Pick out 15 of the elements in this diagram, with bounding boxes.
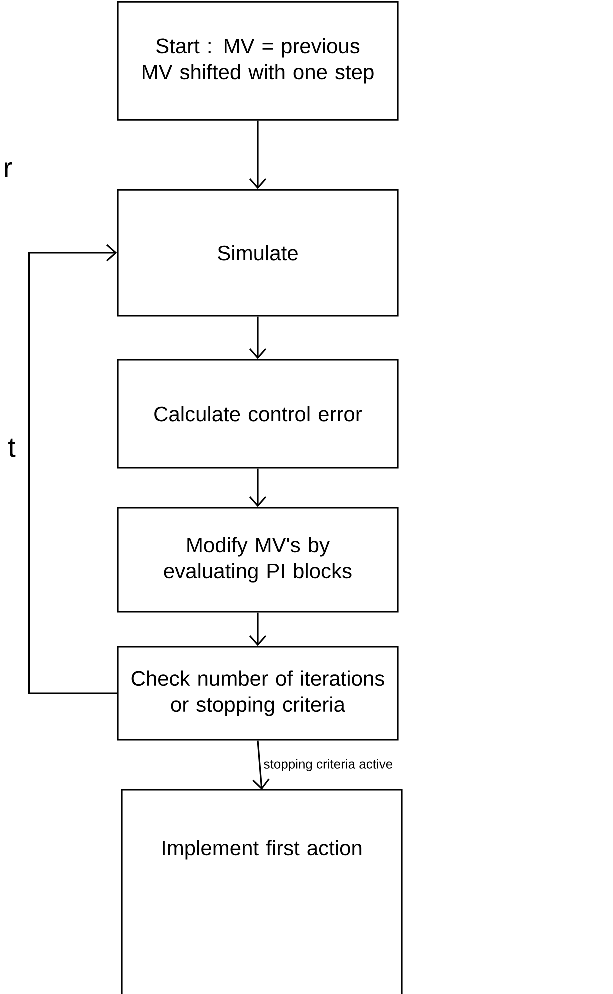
arrow: [28, 244, 118, 694]
arrow: [249, 612, 267, 646]
text-fragment: t: [8, 438, 16, 458]
process-box: Start : MV = previous MV shifted with one step: [117, 1, 399, 121]
arrow: [249, 468, 267, 508]
arrow: [249, 316, 267, 360]
process-box: Implement first action: [121, 789, 403, 994]
arrow: [249, 120, 267, 190]
process-box: Calculate control error: [117, 359, 399, 469]
process-box: Check number of iterations or stopping criteria: [117, 646, 399, 741]
edge-label: stopping criteria active: [264, 759, 393, 772]
process-box: Simulate: [117, 189, 399, 317]
process-box: Modify MV's by evaluating PI blocks: [117, 507, 399, 613]
text-fragment: r: [5, 162, 12, 178]
arrow: [252, 740, 270, 790]
